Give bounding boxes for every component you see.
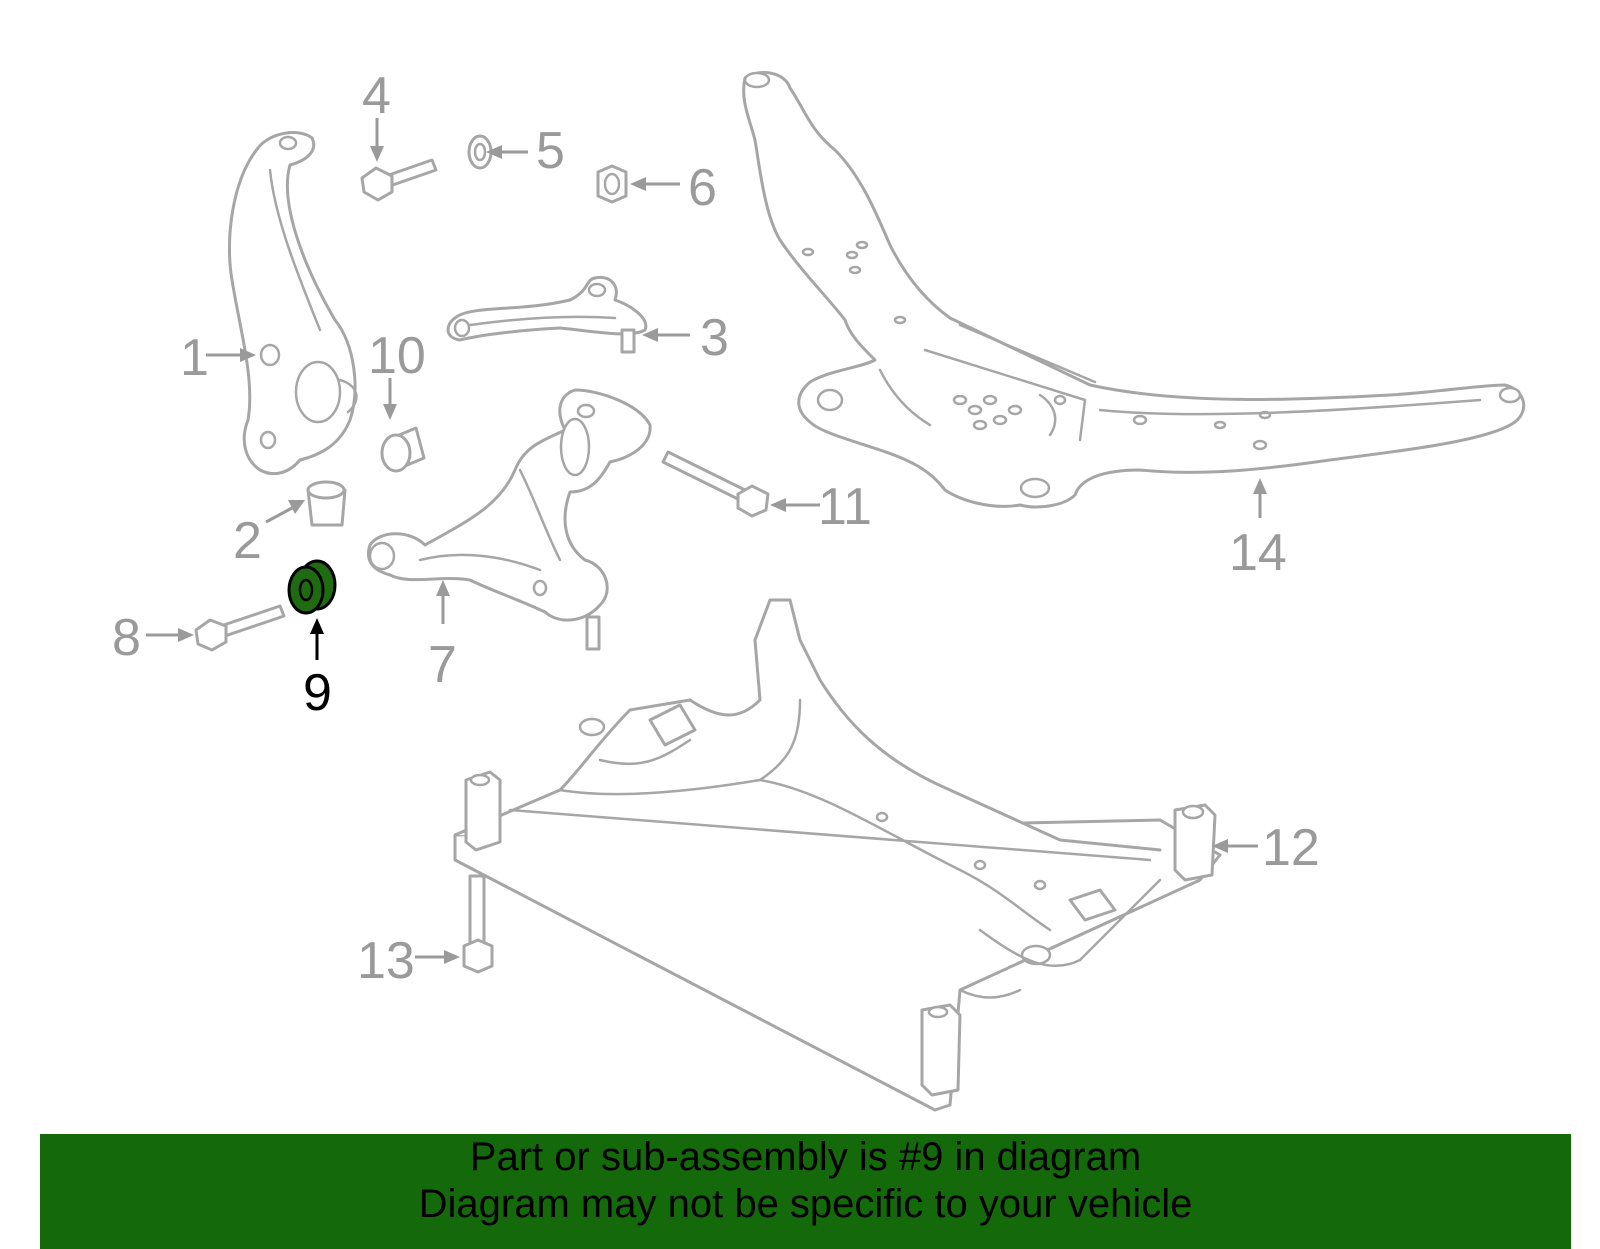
part-8-bolt[interactable]	[194, 604, 286, 652]
callout-4: 4	[362, 67, 391, 125]
part-13-bolt[interactable]	[462, 874, 494, 974]
callout-2: 2	[233, 512, 262, 570]
part-4-bolt[interactable]	[360, 158, 438, 202]
callout-5: 5	[536, 122, 565, 180]
part-2-bushing[interactable]	[306, 480, 347, 527]
callout-7: 7	[428, 636, 457, 694]
callout-9: 9	[303, 664, 332, 722]
callout-10: 10	[368, 327, 426, 385]
callout-11: 11	[818, 478, 872, 536]
callout-14: 14	[1229, 524, 1287, 582]
parts-diagram: 1 2 3 4 5 6 7 8 9 10 11 12 13 14	[112, 67, 1526, 1112]
part-1-steering-knuckle[interactable]	[227, 131, 358, 476]
part-14-crossmember[interactable]	[742, 71, 1526, 509]
part-3-upper-control-arm[interactable]	[446, 275, 648, 354]
part-7-lower-control-arm[interactable]	[366, 388, 652, 651]
leader-arrows	[146, 118, 1267, 964]
callout-13: 13	[357, 932, 415, 990]
part-6-nut[interactable]	[596, 164, 628, 204]
callout-8: 8	[112, 609, 141, 667]
callout-6: 6	[688, 159, 717, 217]
part-9-bushing-highlighted[interactable]	[287, 559, 337, 615]
callout-1: 1	[180, 329, 209, 387]
banner-line-part: Part or sub-assembly is #9 in diagram	[469, 1135, 1142, 1179]
part-11-bolt[interactable]	[661, 450, 770, 518]
part-10-bushing[interactable]	[380, 426, 426, 473]
banner-line-disclaimer: Diagram may not be specific to your vehi…	[418, 1182, 1193, 1226]
callout-3: 3	[700, 309, 729, 367]
part-12-subframe[interactable]	[453, 598, 1222, 1112]
callout-labels: 1 2 3 4 5 6 7 8 9 10 11 12 13 14	[112, 67, 1320, 990]
callout-12: 12	[1262, 819, 1320, 877]
info-banner: Part or sub-assembly is #9 in diagram Di…	[40, 1134, 1571, 1249]
